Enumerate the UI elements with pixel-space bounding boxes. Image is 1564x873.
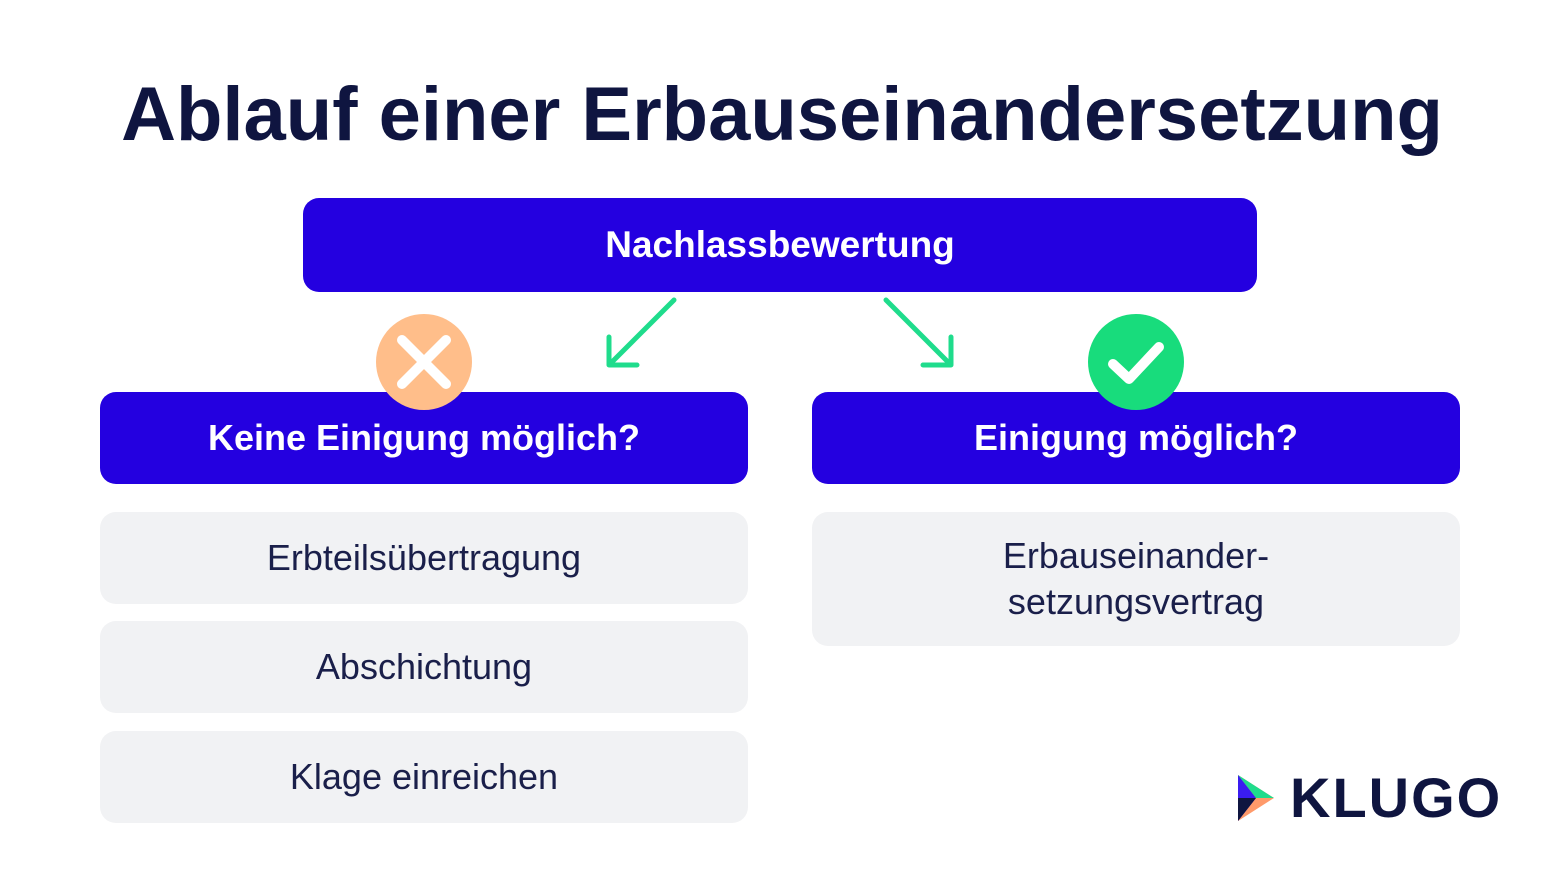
logo-text: KLUGO <box>1290 766 1503 829</box>
option-abschichtung: Abschichtung <box>100 621 748 713</box>
option-label: Erbteilsübertragung <box>266 537 582 578</box>
option-label-line-2: setzungsvertrag <box>1007 581 1265 622</box>
cross-icon <box>376 314 472 410</box>
klugo-logo: KLUGO <box>1234 768 1502 828</box>
option-label-line-1: Erbauseinander- <box>1002 535 1270 576</box>
right-branch-label: Einigung möglich? <box>974 417 1298 458</box>
top-step-box: Nachlassbewertung <box>303 198 1257 292</box>
logo-mark-icon <box>1238 775 1274 821</box>
top-step-label: Nachlassbewertung <box>605 224 955 265</box>
option-klage-einreichen: Klage einreichen <box>100 731 748 823</box>
check-icon <box>1088 314 1184 410</box>
option-label: Klage einreichen <box>289 756 559 797</box>
right-branch-box: Einigung möglich? <box>812 392 1460 484</box>
diagram-title: Ablauf einer Erbauseinandersetzung <box>121 72 1443 157</box>
option-label: Abschichtung <box>315 646 533 687</box>
arrow-down-left-icon <box>606 297 677 368</box>
option-erbauseinandersetzungsvertrag: Erbauseinander- setzungsvertrag <box>812 512 1460 646</box>
option-erbteilsuebertragung: Erbteilsübertragung <box>100 512 748 604</box>
arrow-down-right-icon <box>883 297 954 368</box>
left-branch-label: Keine Einigung möglich? <box>208 417 640 458</box>
